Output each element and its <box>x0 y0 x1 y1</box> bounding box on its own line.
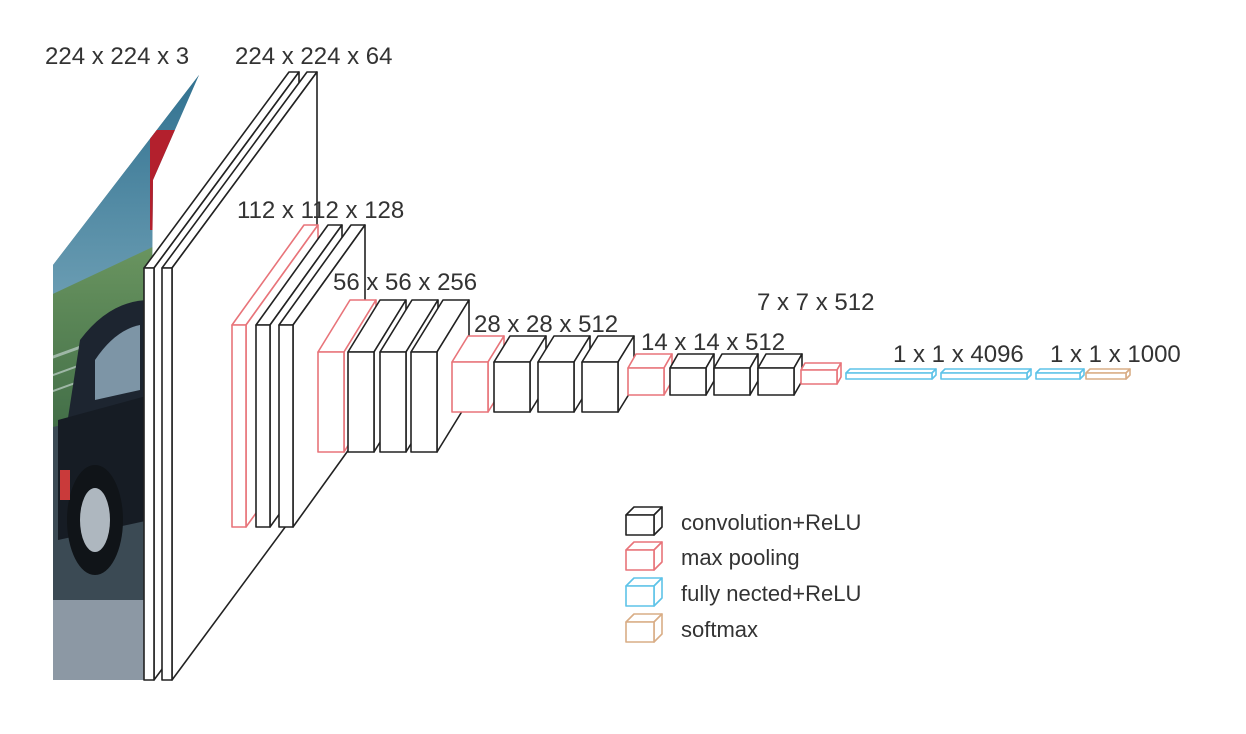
label-conv5: 14 x 14 x 512 <box>641 329 785 356</box>
layer-blocks <box>143 71 1131 681</box>
legend-icon-conv <box>625 506 663 536</box>
pool5-layer <box>800 362 842 385</box>
fc7-layer <box>940 368 1032 380</box>
legend-label-softmax: softmax <box>681 617 758 642</box>
conv5-layer-2 <box>713 353 759 396</box>
legend-label-fc: fully nected+ReLU <box>681 581 861 606</box>
legend-icon-pool <box>625 541 663 571</box>
conv5-layer-1 <box>669 353 715 396</box>
label-conv1: 224 x 224 x 64 <box>235 43 392 70</box>
softmax-layer <box>1085 368 1131 380</box>
label-conv3: 56 x 56 x 256 <box>333 269 477 296</box>
label-conv4: 28 x 28 x 512 <box>474 311 618 338</box>
label-pool5: 7 x 7 x 512 <box>757 289 874 316</box>
legend-label-pool: max pooling <box>681 545 800 570</box>
legend: convolution+ReLU max pooling fully necte… <box>625 506 861 643</box>
conv4-layer-3 <box>581 335 635 413</box>
conv5-layer-3 <box>757 353 803 396</box>
label-fc: 1 x 1 x 4096 <box>893 341 1024 368</box>
legend-icon-softmax <box>625 613 663 643</box>
label-output: 1 x 1 x 1000 <box>1050 341 1181 368</box>
fc6-layer <box>845 368 937 380</box>
label-input: 224 x 224 x 3 <box>45 43 189 70</box>
legend-label-conv: convolution+ReLU <box>681 510 861 535</box>
legend-icon-fc <box>625 577 663 607</box>
label-conv2: 112 x 112 x 128 <box>237 197 404 224</box>
pool4-layer <box>627 353 673 396</box>
fc8-layer <box>1035 368 1085 380</box>
